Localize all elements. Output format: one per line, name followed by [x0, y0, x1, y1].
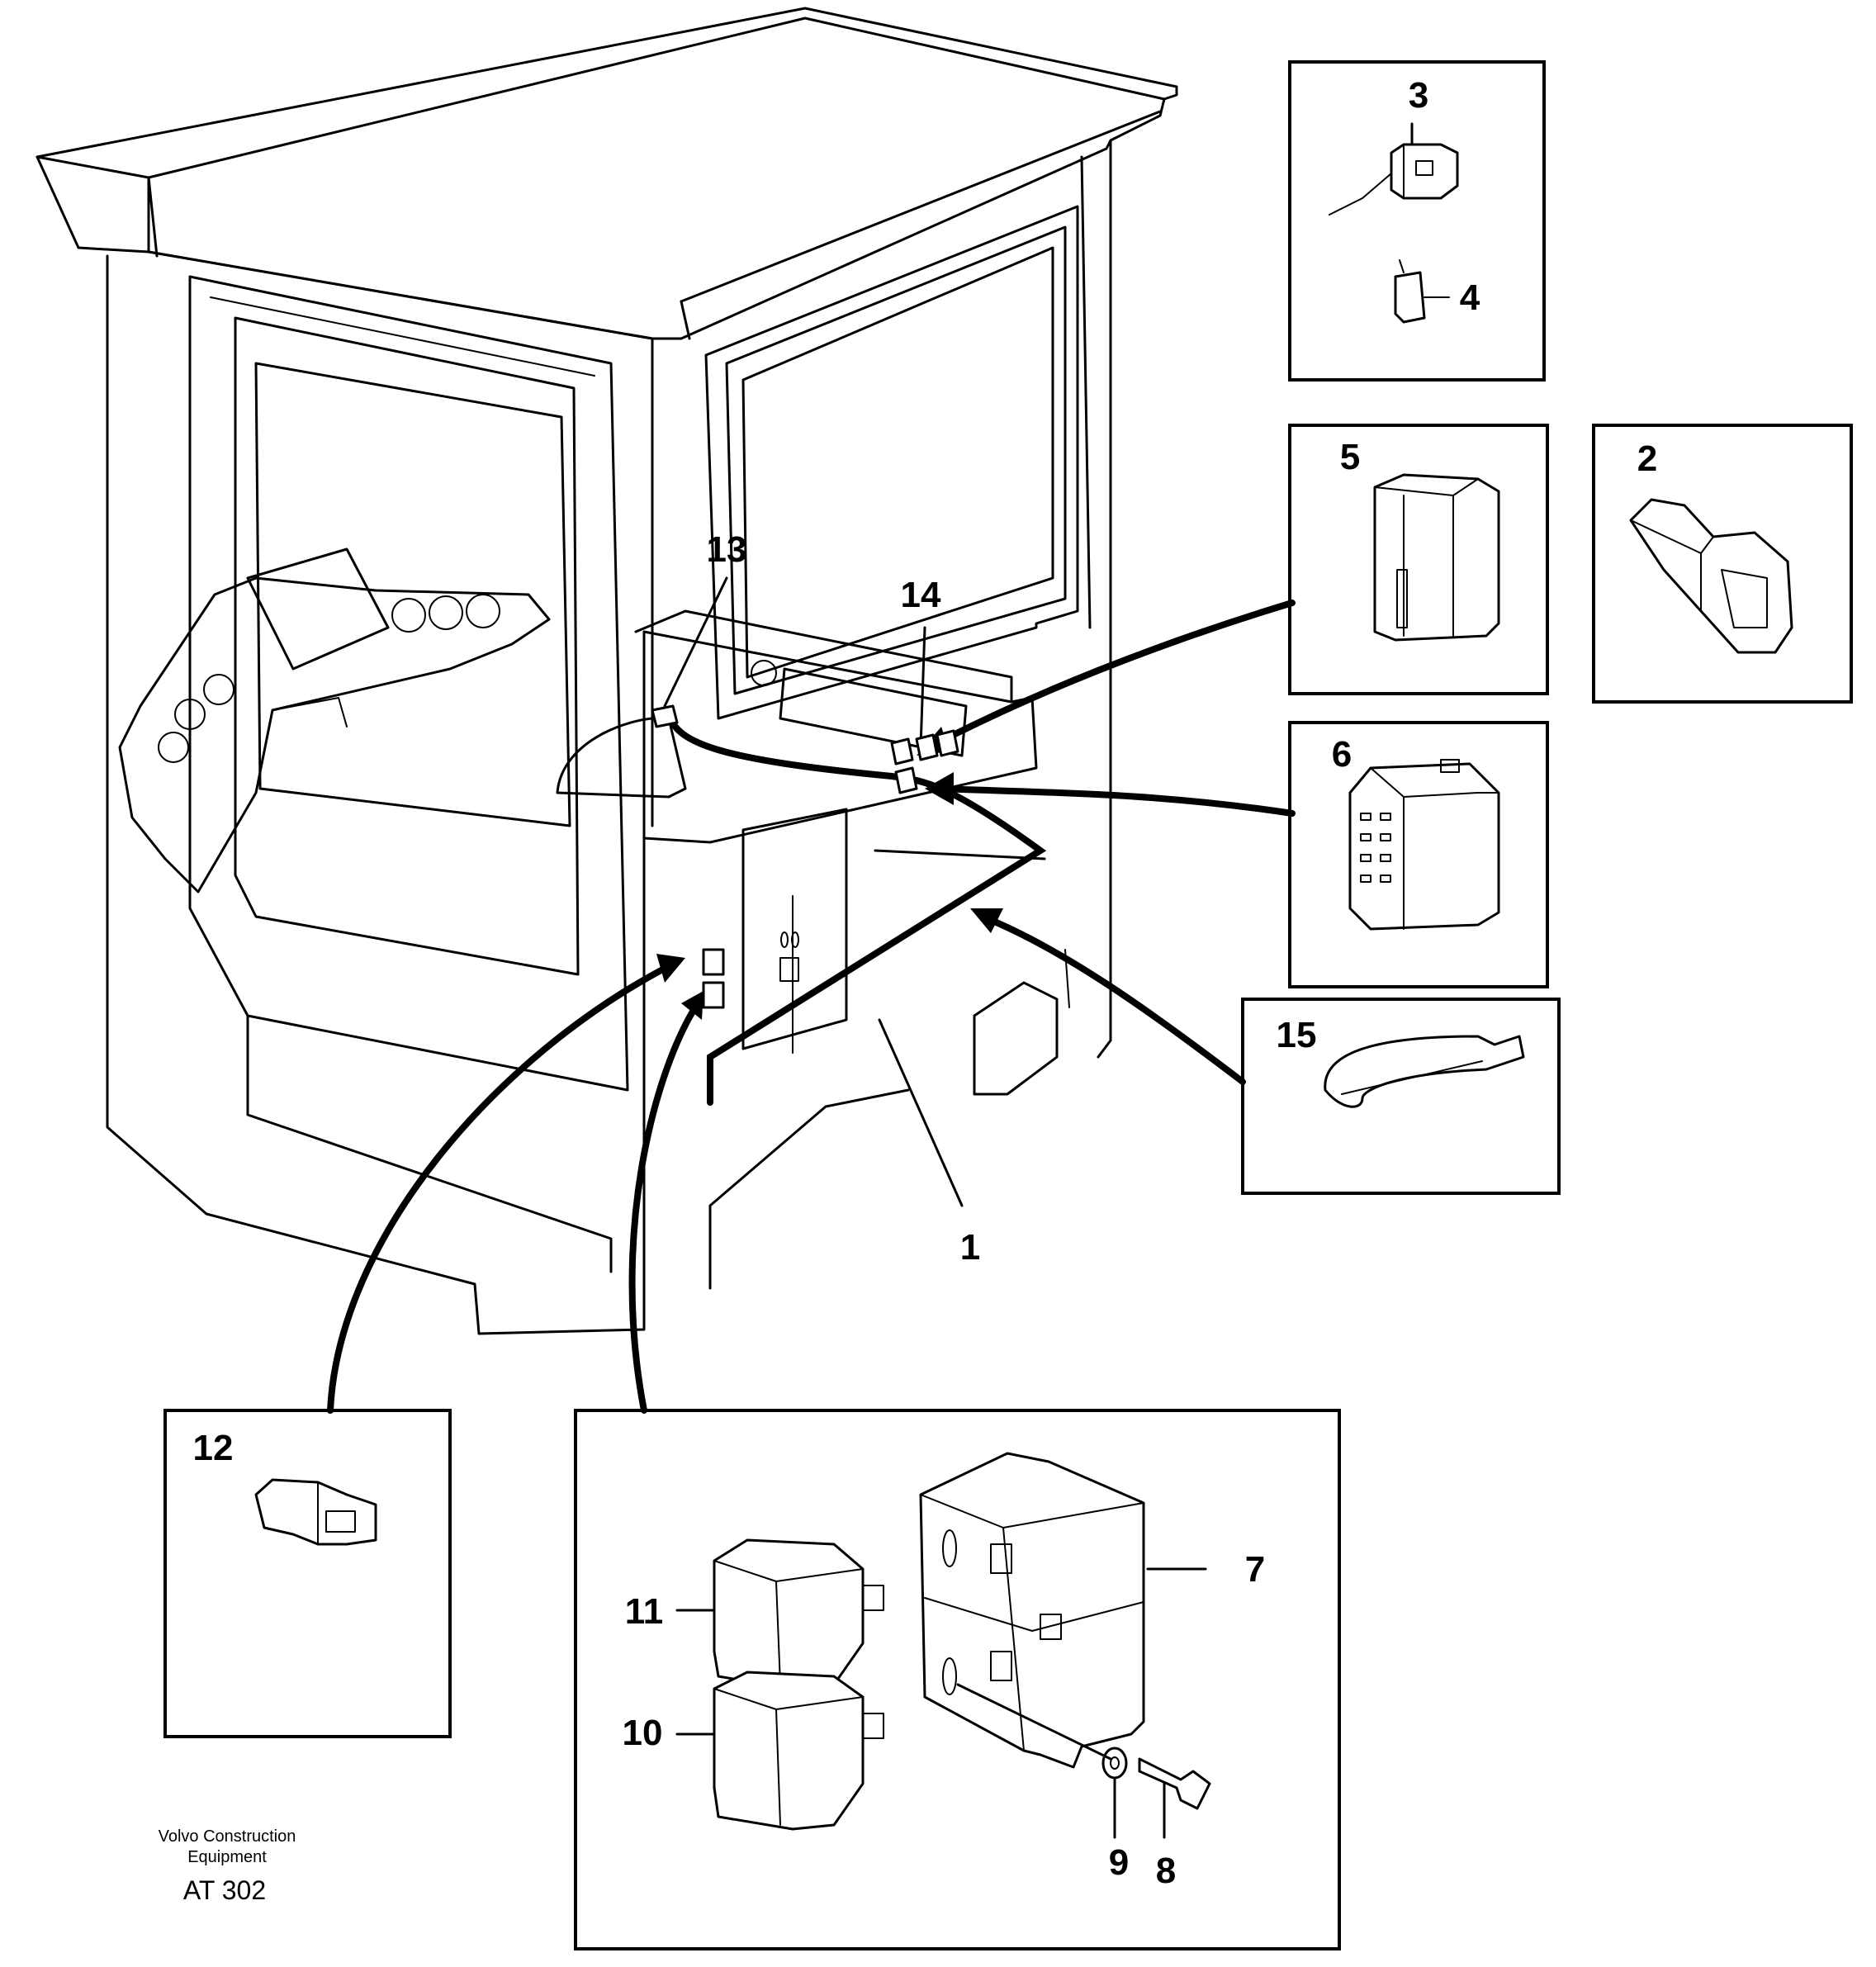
relay-10-icon: [713, 1671, 865, 1831]
washer-9-icon: [1101, 1747, 1128, 1780]
figure-code: AT 302: [183, 1875, 266, 1905]
company-name-line2: Equipment: [187, 1848, 267, 1866]
detail-box-3-4: 3 4: [1288, 60, 1546, 382]
screw-8-icon: [1138, 1757, 1211, 1810]
arrow-to-10-11: [628, 1000, 701, 1414]
detail-box-12: 12: [163, 1409, 452, 1738]
cable-tie-15-icon: [1324, 1035, 1525, 1108]
relay-socket-5-icon: [1373, 473, 1500, 642]
footer-credit: Volvo Construction Equipment AT 302: [159, 1827, 296, 1905]
leader-arrows: [327, 576, 1296, 1414]
side-panel: [741, 808, 848, 1050]
callout-7: 7: [1245, 1549, 1265, 1590]
dashboard: [118, 576, 551, 893]
connector-2-icon: [1629, 498, 1793, 654]
callout-15: 15: [1277, 1015, 1317, 1055]
callout-4: 4: [1460, 277, 1480, 318]
relay-11-icon: [713, 1538, 865, 1690]
arrow-to-15: [979, 913, 1246, 1085]
company-name-line1: Volvo Construction: [159, 1827, 296, 1846]
callout-12: 12: [193, 1428, 234, 1468]
detail-box-6: 6: [1288, 721, 1549, 988]
detail-box-7-11: 7 11 10 9 8: [574, 1409, 1341, 1950]
cab-illustration: [36, 7, 1178, 1335]
detail-box-5: 5: [1288, 424, 1549, 695]
arrow-to-5: [926, 600, 1296, 751]
cab-body: [106, 254, 646, 1335]
arrowhead-12: [656, 954, 685, 983]
arrowhead-10-11: [681, 991, 704, 1020]
callout-5: 5: [1340, 437, 1360, 477]
arrow-to-6: [934, 785, 1296, 817]
callout-2: 2: [1637, 438, 1657, 479]
detail-box-2: 2: [1592, 424, 1853, 704]
right-window-frame: [704, 205, 1079, 720]
wiring-harness: [666, 711, 1047, 1106]
callout-1: 1: [960, 1227, 980, 1268]
detail-box-15: 15: [1241, 998, 1561, 1195]
callout-3: 3: [1409, 75, 1428, 116]
callout-9: 9: [1109, 1842, 1129, 1883]
callout-6: 6: [1332, 734, 1352, 775]
connector-6-icon: [1348, 762, 1500, 931]
connector-3-icon: [1390, 143, 1459, 200]
left-window-frame: [188, 275, 629, 1092]
arrowhead-15: [970, 908, 1003, 933]
arrow-to-12: [327, 963, 672, 1414]
callout-11: 11: [625, 1591, 664, 1632]
callout-13: 13: [707, 529, 747, 570]
callout-10: 10: [623, 1713, 663, 1753]
callout-14: 14: [901, 575, 941, 615]
fuse-holder-12-icon: [254, 1478, 377, 1546]
terminal-4-icon: [1394, 271, 1426, 324]
relay-holder-7-icon: [919, 1452, 1145, 1769]
callout-8: 8: [1156, 1851, 1176, 1891]
arrowhead-6: [925, 772, 954, 805]
